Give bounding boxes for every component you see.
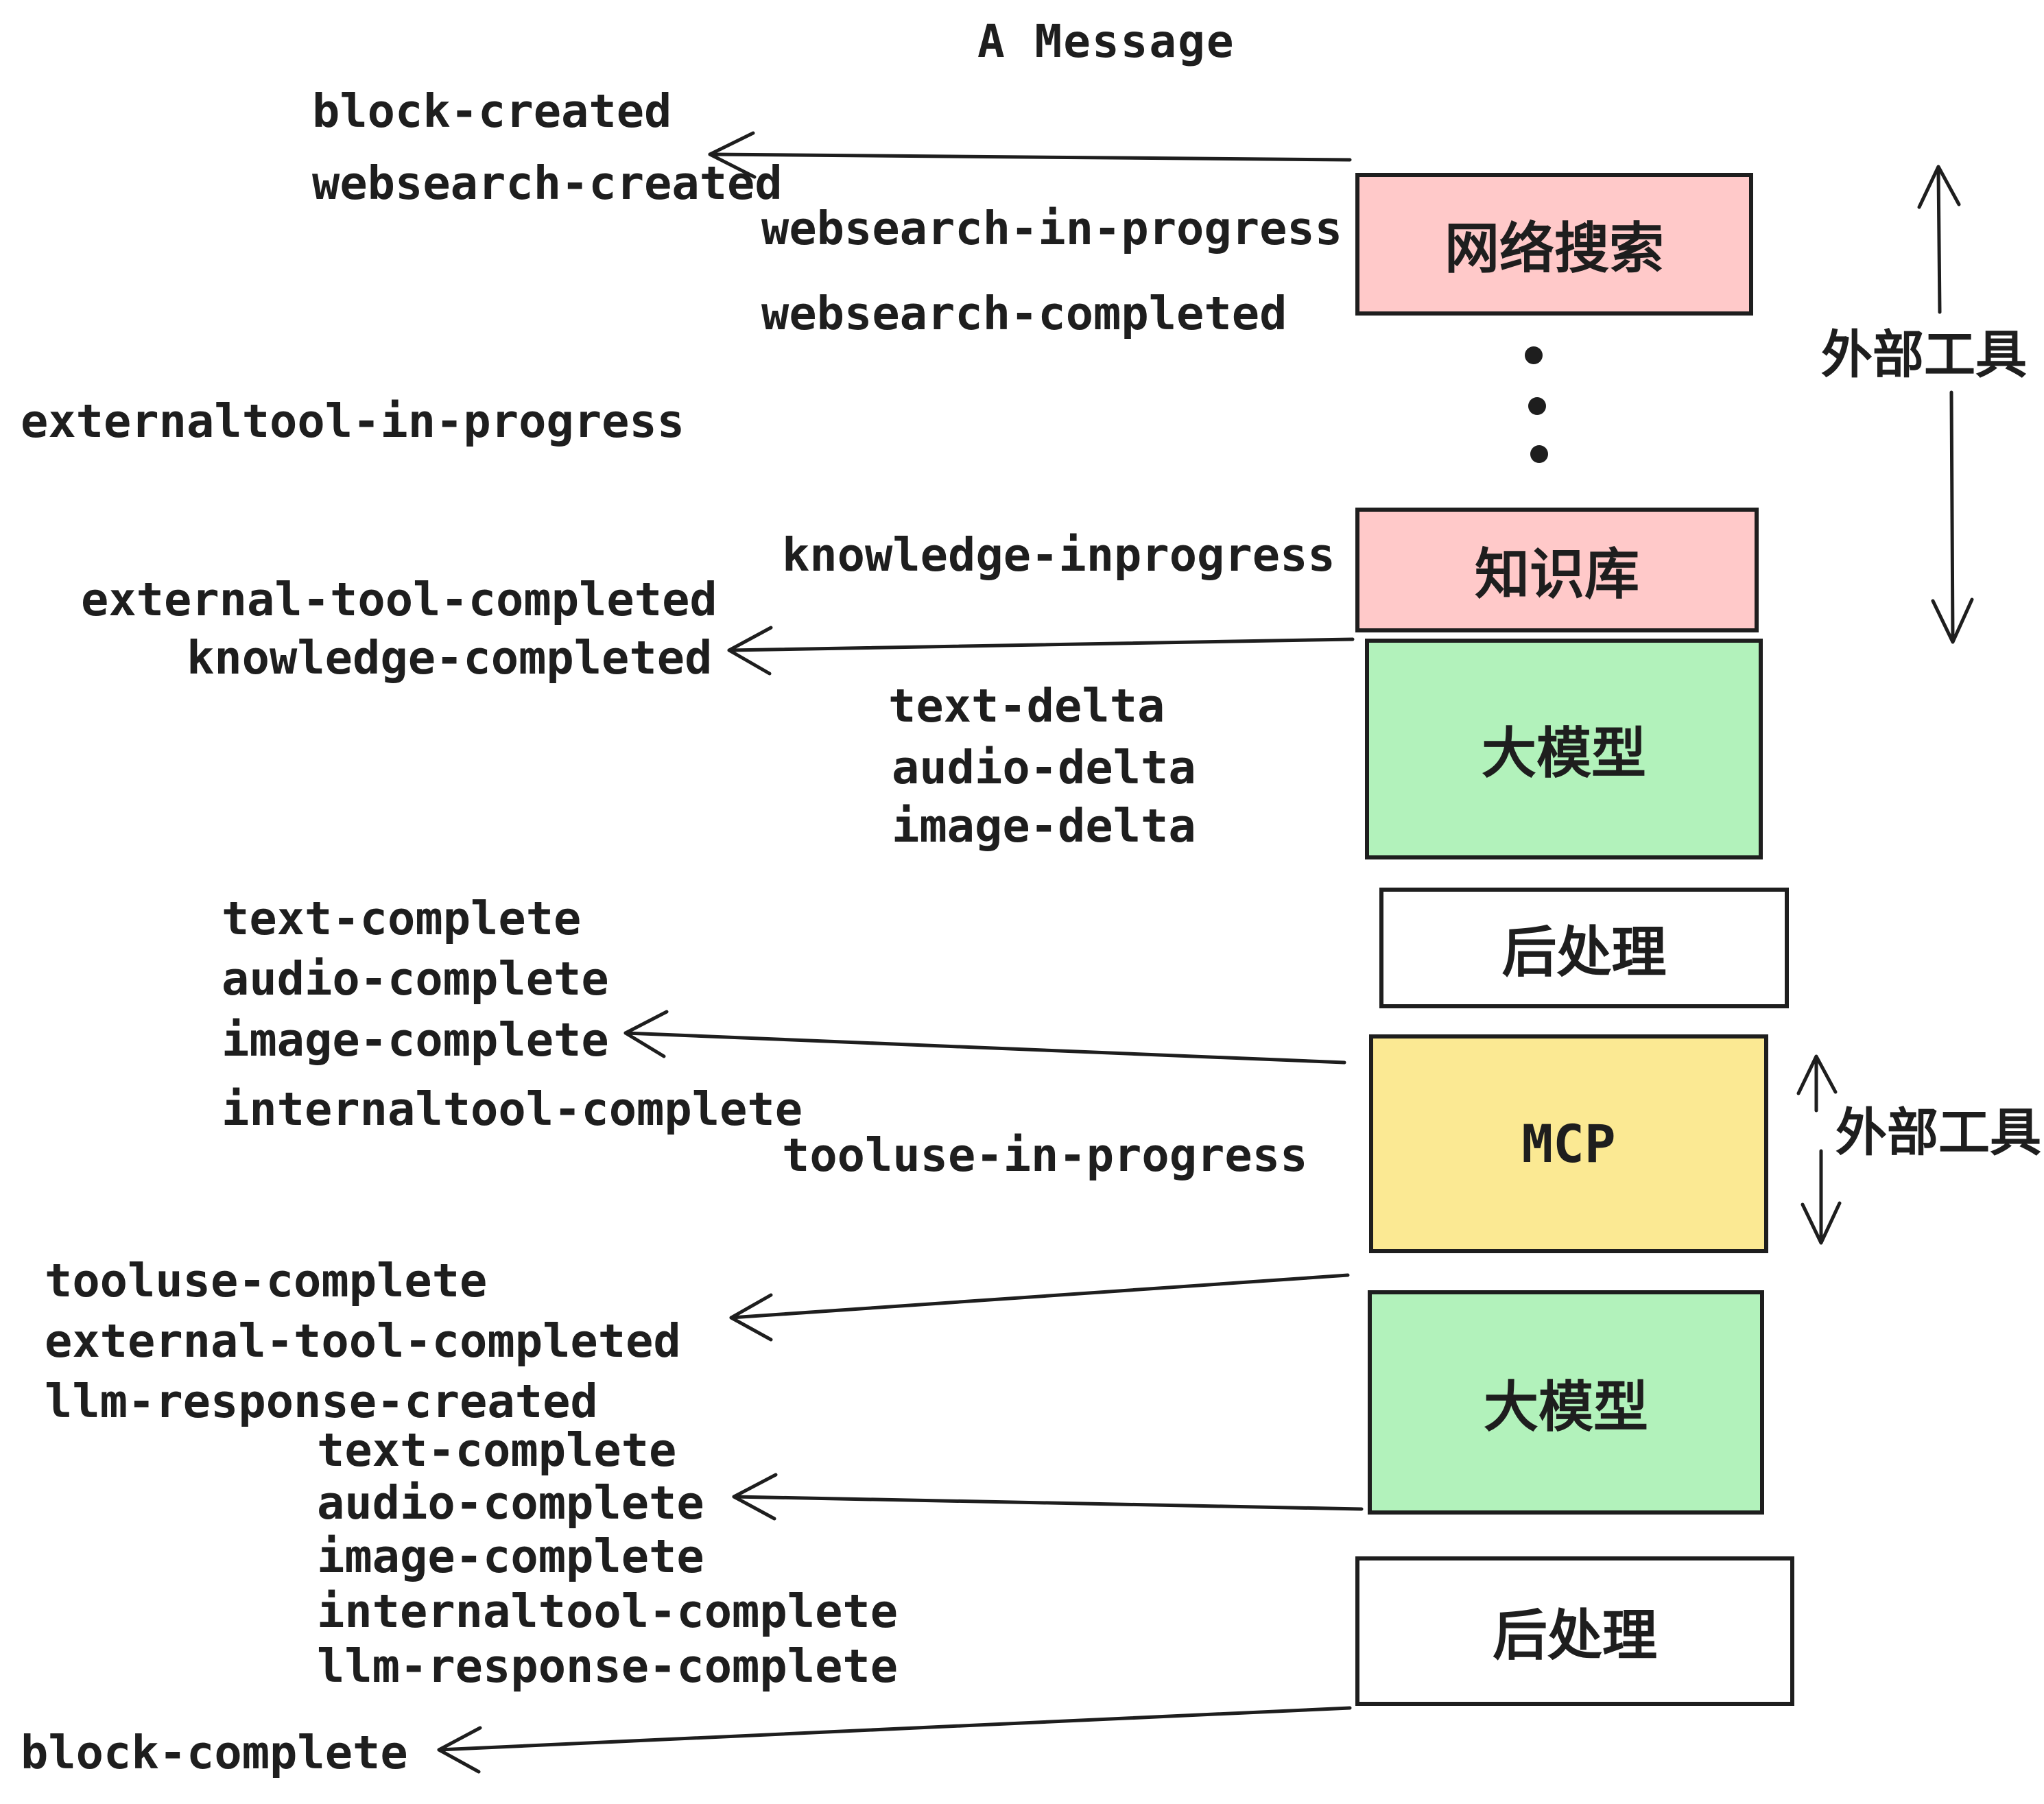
flow-node-mcp: MCP (1369, 1034, 1768, 1253)
arrow-to-block-created (708, 131, 1352, 179)
event-label: audio-complete (222, 952, 609, 1006)
event-label: block-created (312, 84, 672, 138)
event-label: external-tool-completed (45, 1314, 681, 1368)
double-arrow-external-tools-top (1917, 165, 1974, 644)
page-title: A Message (977, 15, 1235, 68)
flow-node-llm-1: 大模型 (1365, 639, 1763, 859)
flow-node-postprocess-1: 后处理 (1379, 888, 1789, 1008)
event-label: tooluse-complete (45, 1254, 488, 1307)
flow-node-label: 网络搜索 (1445, 217, 1664, 281)
event-label: tooluse-in-progress (782, 1128, 1308, 1182)
event-label: text-delta (888, 679, 1165, 733)
arrow-to-block-complete (437, 1706, 1352, 1774)
flow-node-label: 大模型 (1484, 1375, 1648, 1439)
vertical-ellipsis (1525, 346, 1548, 463)
event-label: llm-response-complete (317, 1639, 899, 1693)
event-label: websearch-completed (761, 287, 1287, 340)
event-label: audio-delta (892, 741, 1196, 794)
event-label: knowledge-inprogress (782, 528, 1335, 582)
side-label-external-tools-top: 外部工具 (1821, 324, 2028, 385)
flow-node-llm-2: 大模型 (1368, 1290, 1764, 1515)
event-label: internaltool-complete (222, 1082, 803, 1136)
event-label: websearch-created (312, 156, 783, 210)
event-label: websearch-in-progress (761, 202, 1343, 255)
flow-node-knowledge: 知识库 (1355, 508, 1759, 632)
event-label: internaltool-complete (317, 1585, 899, 1638)
event-label: block-complete (21, 1726, 408, 1779)
arrow-to-external-tool-completed (729, 1273, 1350, 1342)
flow-node-label: 后处理 (1501, 921, 1667, 984)
event-label: audio-complete (317, 1476, 704, 1530)
event-label: text-complete (317, 1423, 677, 1477)
arrow-to-audio-complete (732, 1473, 1364, 1521)
event-label: image-complete (317, 1530, 704, 1583)
double-arrow-external-tools-mcp (1796, 1054, 1842, 1245)
flow-node-websearch: 网络搜索 (1355, 173, 1753, 316)
event-label: externaltool-in-progress (21, 394, 685, 448)
arrow-to-image-complete (623, 1010, 1346, 1065)
flow-node-postprocess-2: 后处理 (1355, 1556, 1794, 1706)
event-label: image-delta (892, 799, 1196, 853)
event-label: image-complete (222, 1013, 609, 1067)
flow-node-label: 知识库 (1475, 543, 1639, 606)
flow-node-label: MCP (1521, 1113, 1616, 1174)
event-label: llm-response-created (45, 1375, 598, 1428)
event-label: knowledge-completed (187, 631, 713, 685)
arrow-to-knowledge-completed (727, 626, 1355, 676)
event-label: external-tool-completed (81, 573, 717, 626)
side-label-external-tools-mcp: 外部工具 (1835, 1102, 2042, 1163)
flow-node-label: 大模型 (1482, 722, 1646, 785)
event-label: text-complete (222, 892, 582, 945)
flow-node-label: 后处理 (1493, 1604, 1657, 1667)
